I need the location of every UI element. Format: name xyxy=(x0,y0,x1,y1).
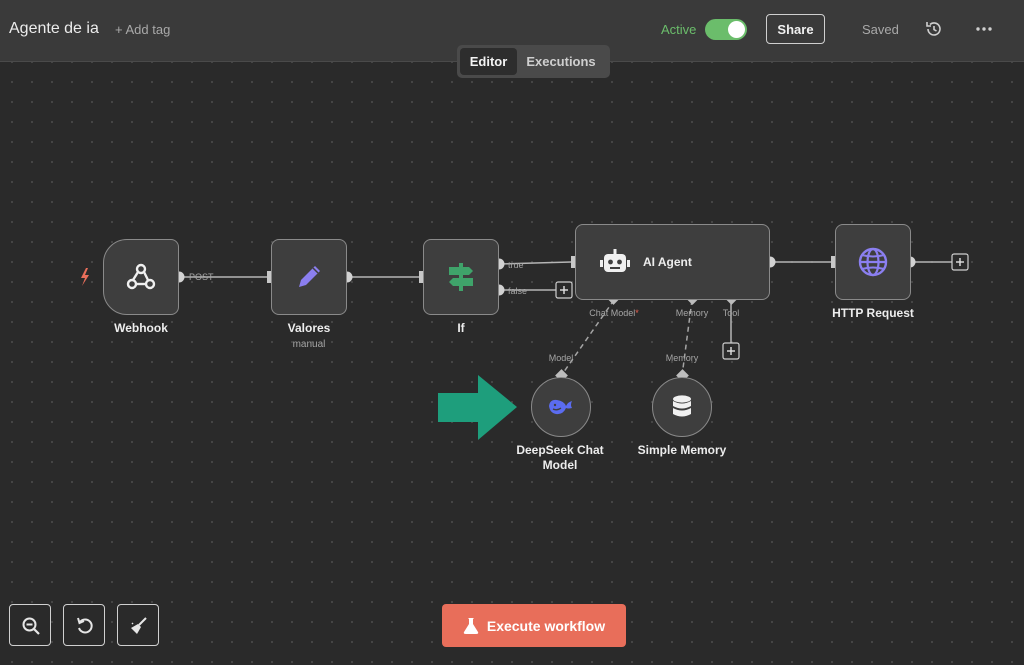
deepseek-handle-label: Model xyxy=(548,353,574,363)
zoom-out-button[interactable] xyxy=(9,604,51,646)
http-request-node-label: HTTP Request xyxy=(832,306,914,320)
simple-memory-node-label: Simple Memory xyxy=(637,443,727,457)
more-options-icon[interactable] xyxy=(975,21,993,37)
execute-workflow-label: Execute workflow xyxy=(486,617,606,634)
workflow-title[interactable]: Agente de ia xyxy=(9,20,99,37)
agent-input-handle[interactable] xyxy=(571,256,577,268)
simple-memory-node[interactable] xyxy=(652,377,712,437)
simple-memory-handle-label: Memory xyxy=(665,353,699,363)
globe-icon xyxy=(858,247,888,277)
execute-workflow-button[interactable]: Execute workflow xyxy=(442,604,626,647)
tool-handle-label: Tool xyxy=(722,308,740,318)
memory-handle-label: Memory xyxy=(675,308,709,318)
trigger-bolt-icon xyxy=(81,268,89,286)
valores-node-label: Valores xyxy=(287,321,331,335)
http-input-handle[interactable] xyxy=(831,256,837,268)
tidy-up-button[interactable] xyxy=(117,604,159,646)
reset-zoom-button[interactable] xyxy=(63,604,105,646)
view-tabs: Editor Executions xyxy=(457,45,610,78)
ai-agent-node-label: AI Agent xyxy=(643,255,692,269)
webhook-node-label: Webhook xyxy=(114,321,168,335)
if-false-label: false xyxy=(508,286,528,296)
active-label: Active xyxy=(661,22,697,37)
connection-memory-simple[interactable] xyxy=(681,299,693,377)
reset-icon xyxy=(77,617,93,634)
valores-node-sublabel: manual xyxy=(292,339,326,350)
add-tag-button[interactable]: + Add tag xyxy=(115,22,171,37)
history-icon[interactable] xyxy=(924,19,944,39)
if-false-add-button[interactable] xyxy=(555,281,573,299)
chat-model-handle-label: Chat Model* xyxy=(589,308,639,318)
tool-add-button[interactable] xyxy=(722,342,740,360)
deepseek-whale-icon xyxy=(549,399,572,415)
pointer-arrow xyxy=(438,375,517,440)
zoom-out-icon xyxy=(22,617,40,635)
tab-executions[interactable]: Executions xyxy=(526,54,596,69)
database-icon xyxy=(673,395,691,417)
connection-if-agent[interactable] xyxy=(498,261,572,265)
http-request-node[interactable] xyxy=(835,224,911,300)
if-true-label: true xyxy=(508,260,524,270)
valores-node[interactable] xyxy=(271,239,347,315)
webhook-icon xyxy=(126,263,156,290)
toggle-knob xyxy=(728,21,745,38)
webhook-method-label: POST xyxy=(189,272,214,282)
if-node[interactable] xyxy=(423,239,499,315)
pencil-icon xyxy=(299,266,320,287)
robot-icon xyxy=(600,249,630,272)
ai-agent-node[interactable]: AI Agent xyxy=(575,224,770,300)
if-node-label: If xyxy=(457,321,465,335)
http-add-button[interactable] xyxy=(951,253,969,271)
share-button[interactable]: Share xyxy=(766,14,825,44)
broom-icon xyxy=(131,617,147,634)
flask-icon xyxy=(463,617,479,634)
signpost-icon xyxy=(449,263,473,291)
tab-editor[interactable]: Editor xyxy=(460,48,517,75)
deepseek-node-label: DeepSeek Chat Model xyxy=(516,443,604,472)
active-toggle[interactable] xyxy=(705,19,747,40)
valores-input-handle[interactable] xyxy=(267,271,273,283)
connection-model-deepseek[interactable] xyxy=(560,299,615,377)
saved-status: Saved xyxy=(862,22,899,37)
deepseek-chat-model-node[interactable] xyxy=(531,377,591,437)
if-input-handle[interactable] xyxy=(419,271,425,283)
webhook-node[interactable] xyxy=(103,239,179,315)
